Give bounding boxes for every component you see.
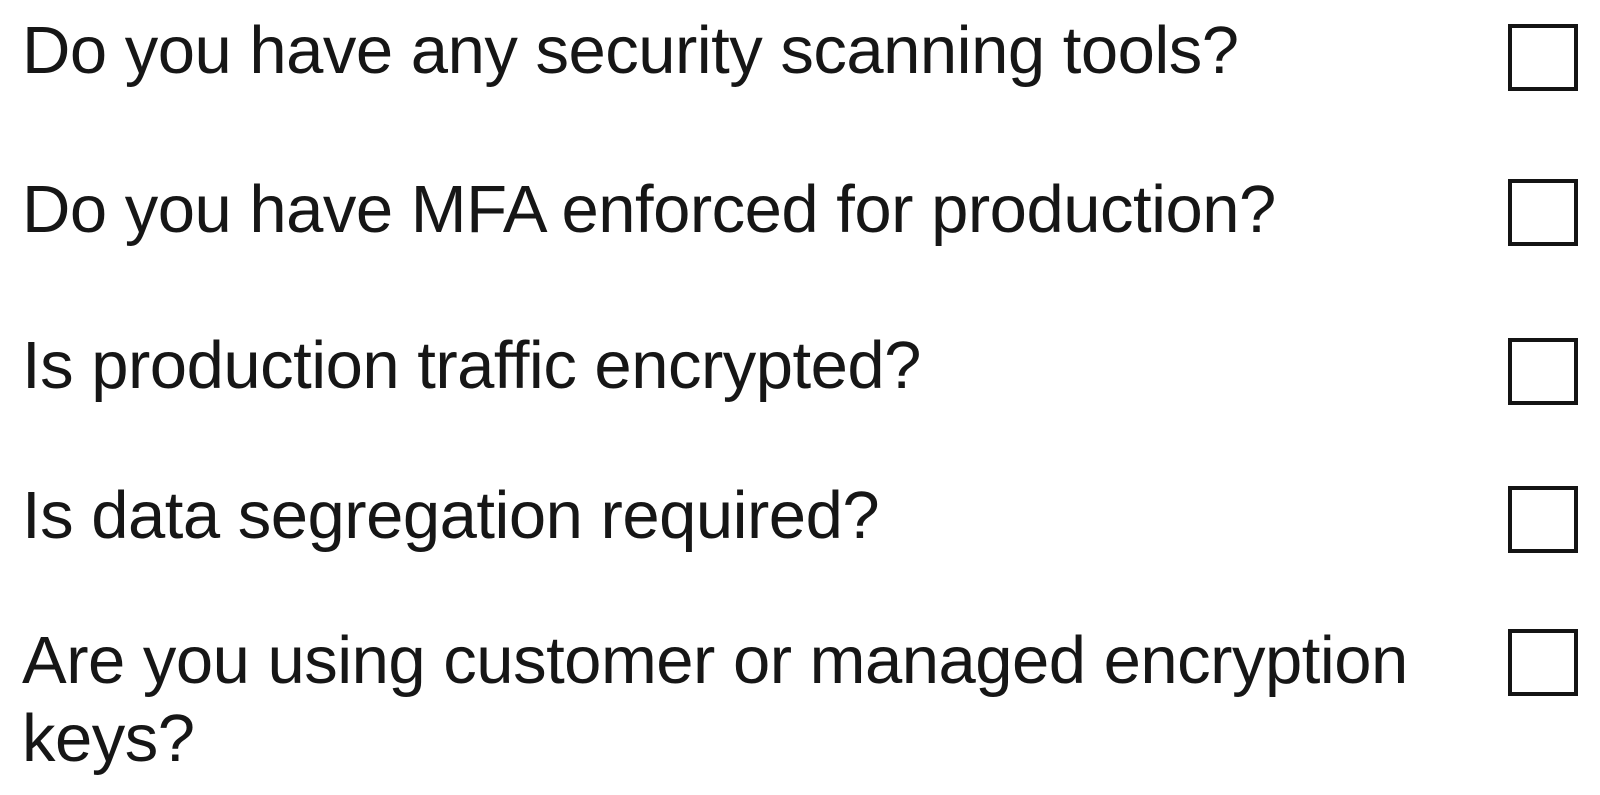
checkbox[interactable] <box>1508 629 1578 696</box>
question-text: Do you have any security scanning tools? <box>22 13 1239 88</box>
checkbox[interactable] <box>1508 338 1578 405</box>
question-text: Are you using customer or managed encryp… <box>22 623 1408 776</box>
checklist-row: Do you have MFA enforced for production? <box>0 171 1600 249</box>
question-text: Is production traffic encrypted? <box>22 328 921 403</box>
checklist-row: Is production traffic encrypted? <box>0 327 1600 405</box>
checkbox[interactable] <box>1508 24 1578 91</box>
checkbox[interactable] <box>1508 486 1578 553</box>
checklist-row: Is data segregation required? <box>0 477 1600 555</box>
question-text: Do you have MFA enforced for production? <box>22 172 1276 247</box>
checklist-row: Are you using customer or managed encryp… <box>0 622 1600 778</box>
question-text: Is data segregation required? <box>22 478 880 553</box>
checklist-row: Do you have any security scanning tools? <box>0 12 1600 91</box>
checkbox[interactable] <box>1508 179 1578 246</box>
